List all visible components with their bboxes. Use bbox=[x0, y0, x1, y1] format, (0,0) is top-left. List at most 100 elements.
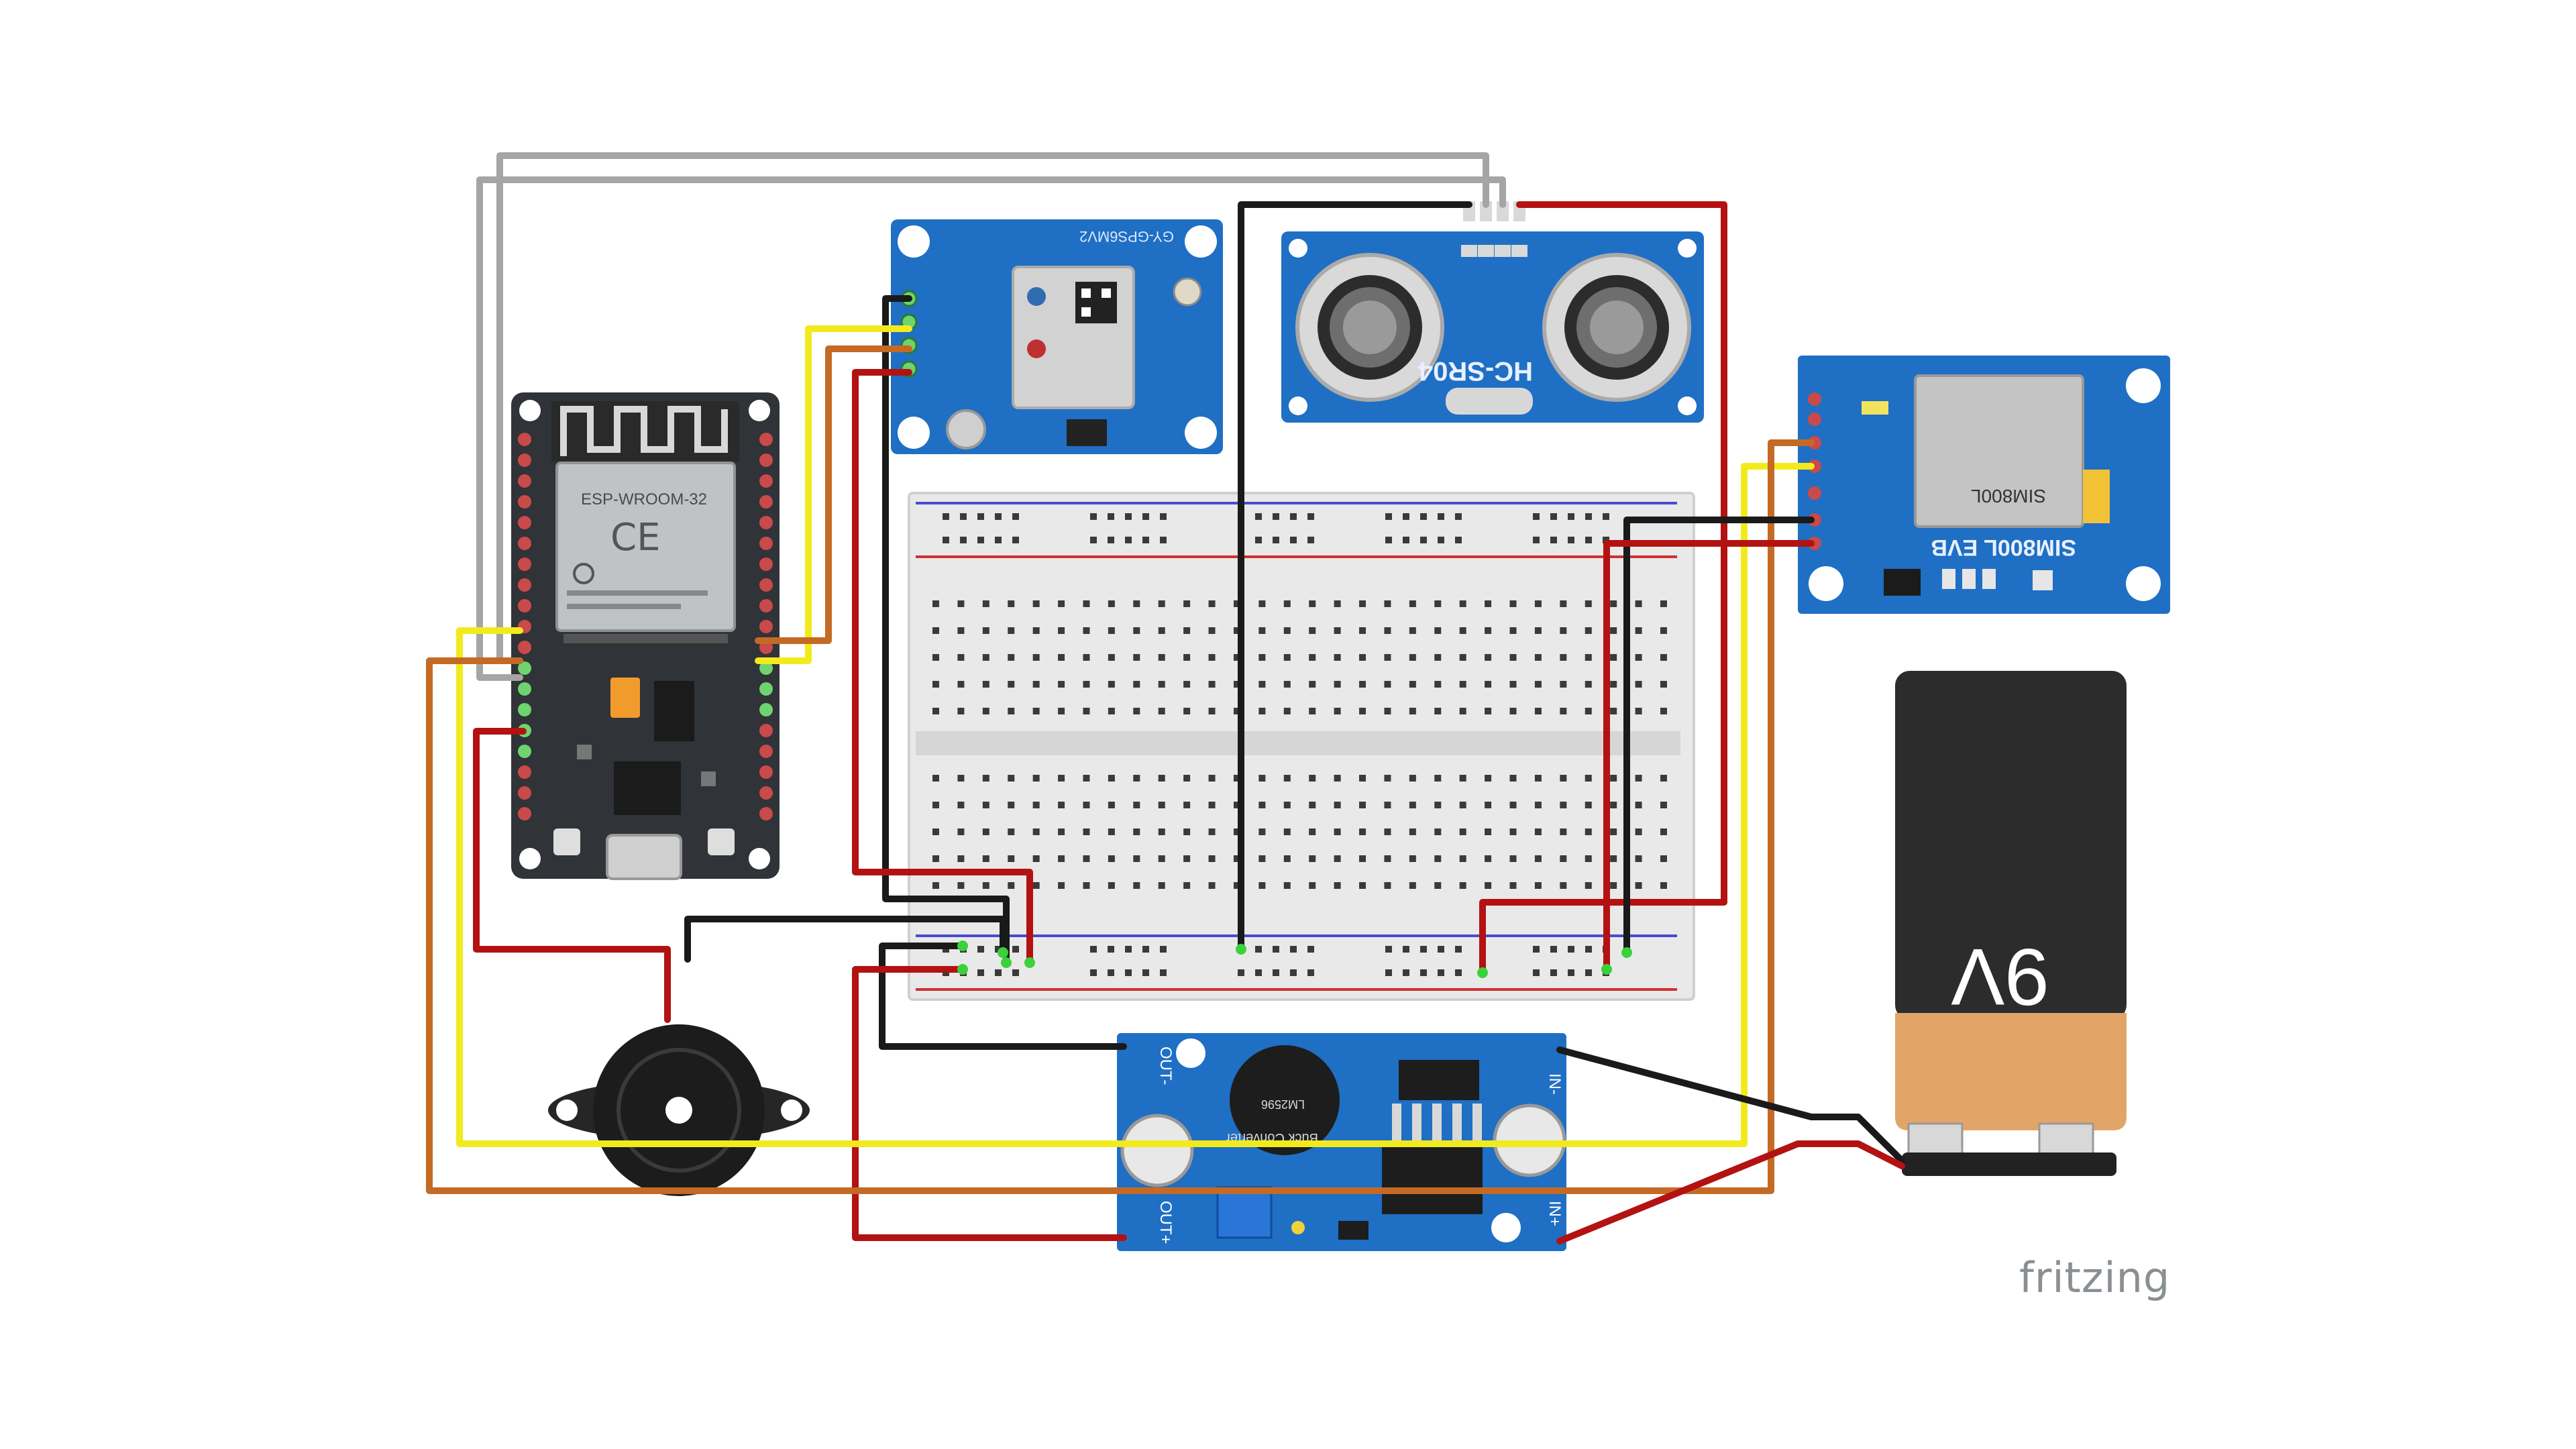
breadboard-hole bbox=[1283, 681, 1291, 688]
gsm-capacitor bbox=[2083, 470, 2110, 523]
breadboard-hole bbox=[1133, 775, 1140, 782]
breadboard-hole bbox=[1158, 882, 1165, 889]
breadboard-hole bbox=[1409, 654, 1416, 661]
breadboard-hole bbox=[932, 775, 939, 782]
breadboard-hole bbox=[1108, 654, 1115, 661]
wire-red-gsm-vcc bbox=[1603, 540, 1815, 973]
breadboard-rail-hole bbox=[1273, 946, 1279, 953]
breadboard-hole bbox=[1635, 627, 1642, 634]
esp32-right-pin-header bbox=[759, 433, 773, 820]
battery-label: 9V bbox=[1951, 932, 2049, 1022]
breadboard-hole bbox=[932, 855, 939, 862]
breadboard-hole bbox=[1008, 627, 1015, 634]
wire-red-buck-out-plus bbox=[852, 966, 1127, 1241]
wire-endpoint bbox=[998, 947, 1008, 958]
breadboard-rail-hole bbox=[977, 969, 984, 976]
breadboard-hole bbox=[932, 802, 939, 808]
breadboard-hole bbox=[1158, 654, 1165, 661]
breadboard-rail-hole bbox=[1255, 537, 1262, 543]
breadboard-rail-hole bbox=[1307, 513, 1314, 520]
en-button[interactable] bbox=[553, 828, 580, 855]
breadboard-hole bbox=[1083, 855, 1090, 862]
ultrasonic-pin-pad bbox=[1511, 245, 1527, 257]
trim-potentiometer[interactable] bbox=[1216, 1186, 1273, 1239]
breadboard-hole bbox=[1359, 627, 1366, 634]
wire-black-ultrasonic-gnd bbox=[1238, 201, 1472, 953]
breadboard-hole bbox=[1158, 828, 1165, 835]
buck-pin-in-plus: IN+ bbox=[1546, 1201, 1564, 1226]
wire-black-esp32-gnd bbox=[684, 916, 1006, 963]
breadboard-hole bbox=[1534, 681, 1542, 688]
breadboard-hole bbox=[1208, 855, 1216, 862]
esp32-pin bbox=[759, 516, 773, 529]
breadboard-rail-hole bbox=[1012, 946, 1019, 953]
breadboard-rail-hole bbox=[1568, 537, 1574, 543]
breadboard-rail-hole bbox=[1533, 537, 1540, 543]
breadboard-rail-hole bbox=[1585, 537, 1592, 543]
breadboard-hole bbox=[1208, 882, 1216, 889]
breadboard-hole bbox=[1334, 775, 1341, 782]
breadboard-hole bbox=[1058, 600, 1065, 607]
breadboard-hole bbox=[1334, 681, 1341, 688]
esp32-pin bbox=[518, 661, 531, 675]
breadboard-rail-hole bbox=[1142, 969, 1149, 976]
esp32-pin bbox=[518, 765, 531, 779]
breadboard-hole bbox=[1409, 681, 1416, 688]
breadboard-rail-hole bbox=[1568, 969, 1574, 976]
breadboard-rail-hole bbox=[1385, 946, 1392, 953]
ultrasonic-board-label: HC-SR04 bbox=[1417, 356, 1533, 386]
breadboard-hole bbox=[1384, 654, 1391, 661]
breadboard-rail-hole bbox=[1125, 513, 1132, 520]
breadboard-rail-hole bbox=[1455, 537, 1462, 543]
breadboard-hole bbox=[982, 600, 989, 607]
breadboard-hole bbox=[1133, 802, 1140, 808]
wire-red-ultrasonic-vcc bbox=[1479, 201, 1727, 976]
wire-yellow-gsm-tx bbox=[456, 463, 1815, 1147]
breadboard-hole bbox=[1459, 600, 1466, 607]
breadboard-hole bbox=[1359, 681, 1366, 688]
breadboard-rail-hole bbox=[1273, 969, 1279, 976]
breadboard-hole bbox=[1485, 855, 1492, 862]
breadboard-hole bbox=[1534, 654, 1542, 661]
breadboard-hole bbox=[1309, 855, 1316, 862]
breadboard-hole bbox=[1183, 855, 1191, 862]
breadboard-hole bbox=[957, 600, 965, 607]
breadboard-hole bbox=[1032, 855, 1040, 862]
breadboard-hole bbox=[1334, 882, 1341, 889]
breadboard-hole bbox=[1183, 775, 1191, 782]
breadboard-hole bbox=[1283, 627, 1291, 634]
breadboard-hole bbox=[1183, 802, 1191, 808]
micro-usb-port[interactable] bbox=[606, 834, 682, 880]
breadboard-hole bbox=[1409, 882, 1416, 889]
breadboard-hole bbox=[1283, 882, 1291, 889]
breadboard-hole bbox=[1108, 802, 1115, 808]
breadboard-rail-hole bbox=[1108, 946, 1114, 953]
breadboard-rail-hole bbox=[1550, 513, 1557, 520]
breadboard-hole bbox=[1233, 654, 1240, 661]
breadboard-hole bbox=[1032, 708, 1040, 714]
gps-module: GY-GPS6MV2 bbox=[891, 219, 1223, 454]
breadboard-hole bbox=[1032, 802, 1040, 808]
breadboard-rail-hole bbox=[1090, 946, 1097, 953]
breadboard-hole bbox=[1158, 802, 1165, 808]
breadboard-hole bbox=[957, 882, 965, 889]
breadboard-hole bbox=[1208, 775, 1216, 782]
breadboard-hole bbox=[1359, 802, 1366, 808]
breadboard-hole bbox=[1108, 600, 1115, 607]
breadboard-rail-hole bbox=[1585, 513, 1592, 520]
breadboard-hole bbox=[1133, 681, 1140, 688]
breadboard-hole bbox=[1008, 855, 1015, 862]
breadboard-hole bbox=[1208, 802, 1216, 808]
breadboard-rail-hole bbox=[1125, 969, 1132, 976]
breadboard-hole bbox=[1334, 855, 1341, 862]
breadboard-hole bbox=[1434, 627, 1442, 634]
breadboard-hole bbox=[1660, 775, 1667, 782]
breadboard-hole bbox=[1158, 600, 1165, 607]
boot-button[interactable] bbox=[708, 828, 735, 855]
breadboard-hole bbox=[1258, 627, 1266, 634]
breadboard-hole bbox=[1459, 654, 1466, 661]
breadboard-hole bbox=[1108, 828, 1115, 835]
wifi-cert-icon bbox=[573, 563, 594, 584]
breadboard-rail-hole bbox=[1533, 513, 1540, 520]
breadboard-hole bbox=[1309, 882, 1316, 889]
